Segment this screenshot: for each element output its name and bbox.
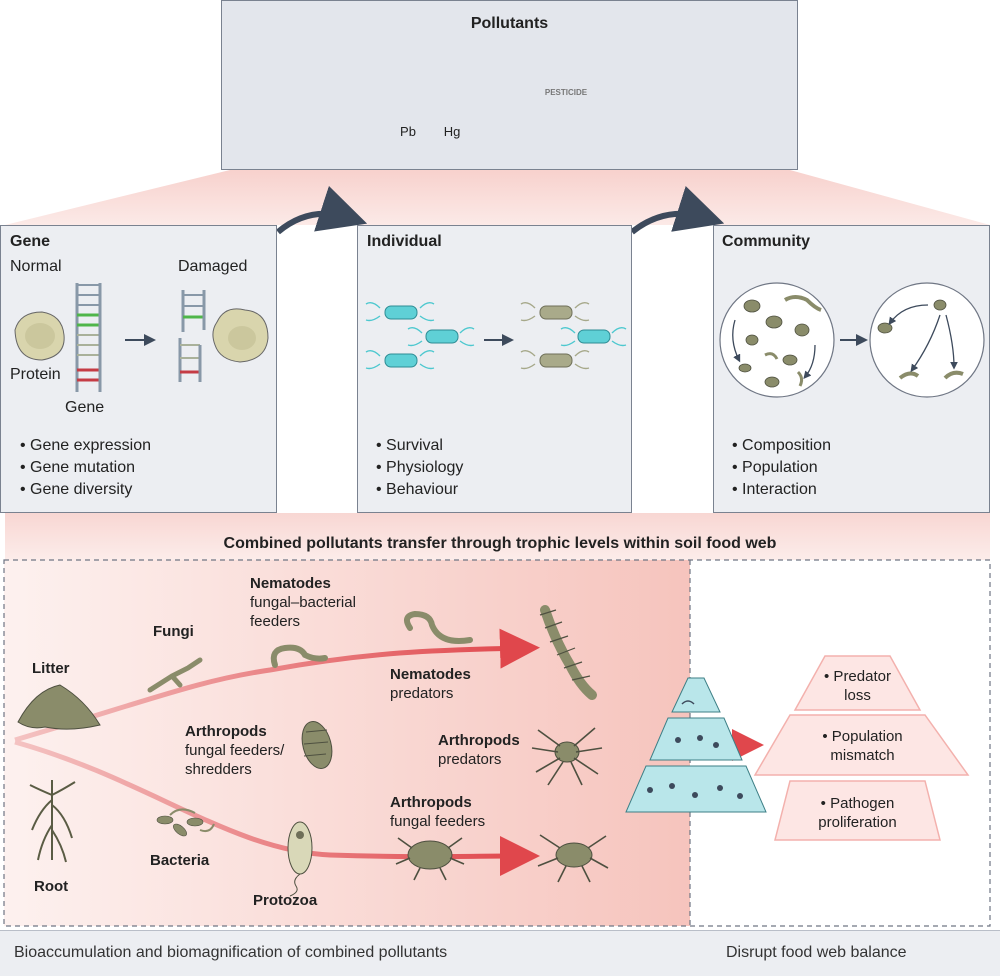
lead-label: Pb [400,124,416,139]
root-icon [29,780,76,863]
normal-gene-icon [75,283,102,392]
predatory-mite-icon [537,834,609,883]
community-bullet: • Population [732,459,818,476]
gene-bullet: • Gene diversity [20,481,133,498]
gene-label: Gene [65,399,105,416]
footer-right-text: Disrupt food web balance [726,944,907,961]
arrow-individual-to-community [630,186,725,235]
gene-normal-label: Normal [10,258,62,275]
individual-bullet: • Physiology [376,459,464,476]
arthropods-ff-sub: fungal feeders [390,813,486,830]
arthropods-pred-group: Arthropods predators [438,731,520,769]
nematodes-pred-label: Nematodes [390,666,471,683]
damaged-gene-icon [178,290,206,382]
arthropods-ff-label: Arthropods [390,794,472,811]
outcome-line: • Predator [824,668,891,685]
arthropods-ff-group: Arthropods fungal feeders [390,793,485,831]
protozoa-label: Protozoa [253,892,318,909]
arthropods-shredders-sub: fungal feeders/ [185,742,285,759]
funnel-bottom [5,513,990,560]
isopod-icon [301,721,333,769]
outcome-pyramid [753,655,970,841]
trophic-pyramid-icon [625,677,767,813]
food-web-title: Combined pollutants transfer through tro… [223,535,777,552]
outcome-predator-loss: • Predator loss [795,667,920,705]
diverse-community-icon [719,282,835,398]
protozoa-icon [287,821,313,897]
affected-bacteria-icon [520,301,627,370]
individual-bullet: • Behaviour [376,481,459,498]
healthy-bacteria-icon [365,301,475,370]
food-web-border [3,559,991,927]
arthropods-shredders-sub: shredders [185,761,252,778]
outcome-line: loss [844,687,871,704]
outcome-line: proliferation [818,814,897,831]
gene-bullets: • Gene expression • Gene mutation • Gene… [20,435,151,501]
normal-protein-icon [14,311,65,361]
panel-art-overlay [14,282,985,398]
arthropods-shredders-group: Arthropods fungal feeders/ shredders [185,722,284,779]
bacteria-icon [156,808,215,837]
nematodes-fb-label: Nematodes [250,575,331,592]
reduced-community-icon [869,282,985,398]
nematode-predator-icon [403,610,473,644]
bacteria-label: Bacteria [150,852,210,869]
pesticide-label: PESTICIDE [544,88,588,97]
arthropods-pred-label: Arthropods [438,732,520,749]
protein-label: Protein [10,366,61,383]
community-bullets: • Composition • Population • Interaction [732,435,831,501]
arthropods-pred-sub: predators [438,751,502,768]
root-label: Root [34,878,69,895]
mite-icon [395,837,465,881]
mercury-label: Hg [443,124,461,139]
nematodes-fb-group: Nematodes fungal–bacterial feeders [250,574,356,631]
arthropods-shredders-label: Arthropods [185,723,267,740]
outcome-pathogen-proliferation: • Pathogen proliferation [785,794,930,832]
fungi-icon [147,657,203,693]
outcome-line: mismatch [830,747,895,764]
nematodes-pred-group: Nematodes predators [390,665,471,703]
community-bullet: • Composition [732,437,831,454]
footer-bar [0,930,1000,976]
litter-icon [17,684,101,730]
litter-label: Litter [32,660,70,677]
funnel-top [5,170,990,225]
spider-icon [531,727,603,786]
fungi-label: Fungi [153,623,194,640]
gene-damaged-label: Damaged [178,258,248,275]
outcome-population-mismatch: • Population mismatch [790,727,935,765]
nematodes-fb-sub: feeders [250,613,301,630]
individual-bullets: • Survival • Physiology • Behaviour [376,435,463,501]
nematodes-pred-sub: predators [390,685,454,702]
nematodes-fb-sub: fungal–bacterial [250,594,356,611]
gene-bullet: • Gene expression [20,437,152,454]
footer-left-text: Bioaccumulation and biomagnification of … [14,944,448,961]
pollutants-box: Pollutants [221,0,798,170]
community-bullet: • Interaction [732,481,817,498]
gene-panel [0,225,277,513]
damaged-protein-icon [212,308,269,363]
individual-panel-title: Individual [367,233,442,250]
centipede-icon [539,605,597,700]
outcome-line: • Pathogen [820,795,895,812]
pollutants-title: Pollutants [470,15,549,32]
gene-bullet: • Gene mutation [20,459,135,476]
arrow-gene-to-individual [276,185,368,235]
individual-bullet: • Survival [376,437,443,454]
flow-arrow-upper [14,628,540,743]
outcome-line: • Population [822,728,903,745]
gene-panel-title: Gene [10,233,51,250]
nematode-fb-icon [270,644,328,668]
community-panel-title: Community [722,233,810,250]
